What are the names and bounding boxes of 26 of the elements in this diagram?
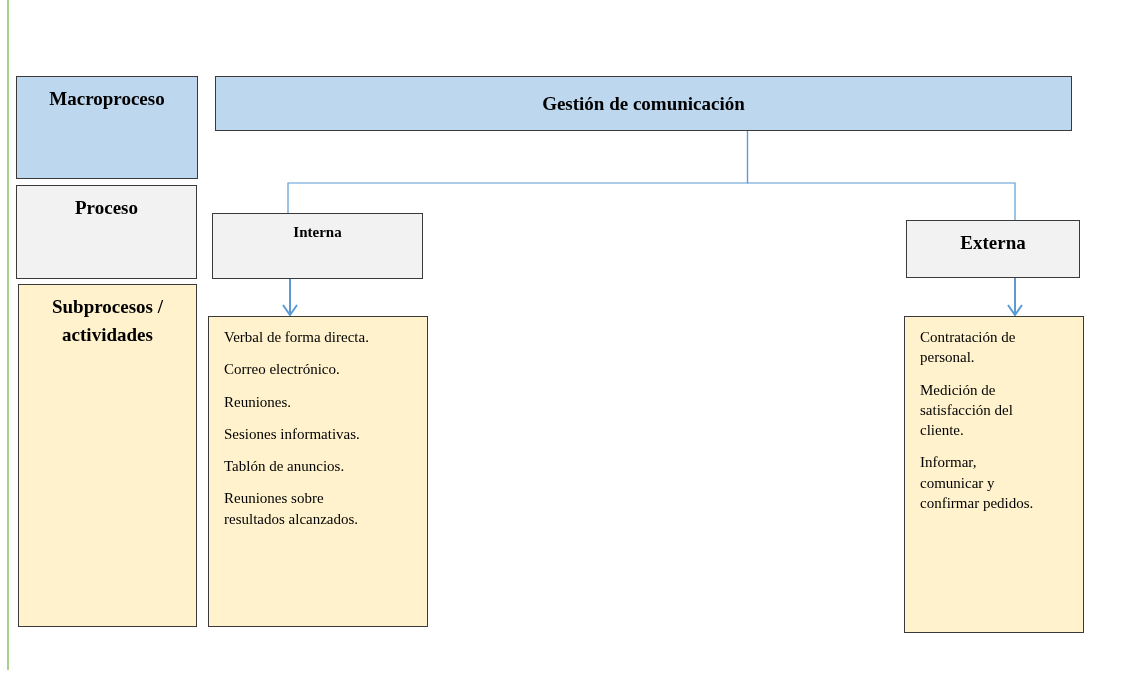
heading-text: Gestión de comunicación [542, 91, 745, 116]
process-box [215, 76, 1072, 131]
activity-list-box [904, 316, 1084, 633]
heading-text: Interna [293, 223, 342, 242]
heading-text: Proceso [75, 196, 138, 220]
activity-text: Reuniones sobre resultados alcanzados. [224, 489, 360, 529]
level-label-box [16, 185, 197, 279]
arrow [282, 278, 298, 316]
activity-text: Tablón de anuncios. [224, 457, 345, 476]
activity-text: Reuniones. [224, 392, 292, 412]
connector-line [746, 130, 1016, 221]
heading-text: Subprocesos / actividades [50, 295, 164, 347]
activity-text: Correo electrónico. [224, 360, 340, 380]
level-label-box [16, 76, 198, 179]
activity-text: Verbal de forma directa. [224, 328, 369, 347]
process-box [212, 213, 423, 279]
heading-text: Externa [960, 231, 1026, 255]
activity-list-box [208, 316, 428, 627]
activity-text: Informar, comunicar y confirmar pedidos. [920, 453, 1035, 513]
level-label-box [18, 284, 197, 627]
process-box [906, 220, 1080, 278]
arrow [1007, 277, 1023, 316]
activity-text: Sesiones informativas. [224, 424, 360, 444]
heading-text: Macroproceso [49, 87, 165, 111]
activity-text: Medición de satisfacción del cliente. [920, 380, 1014, 440]
activity-text: Contratación de personal. [920, 328, 1017, 368]
